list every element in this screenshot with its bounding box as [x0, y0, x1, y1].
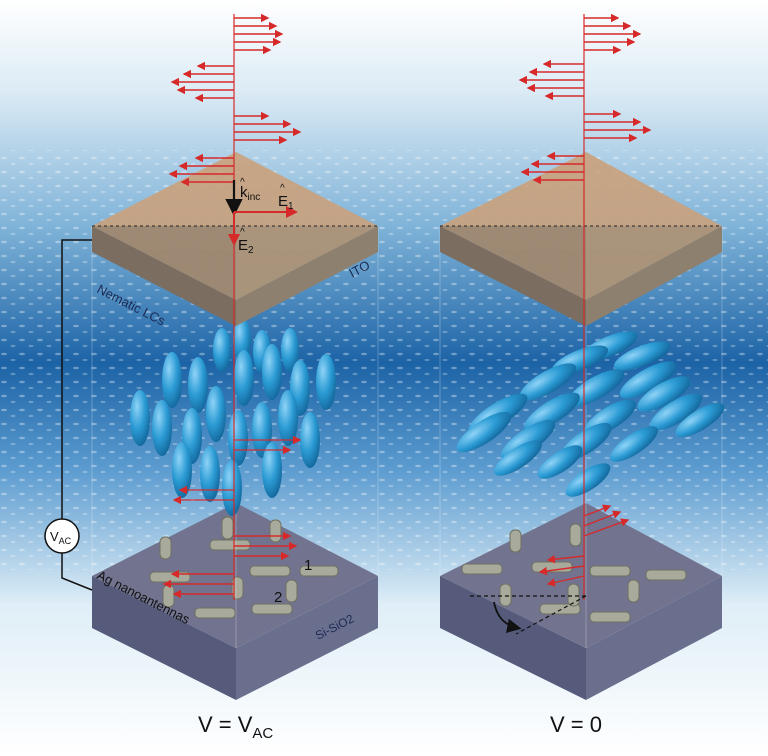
k-hat: ^ — [240, 177, 245, 188]
vac-source-circle — [44, 518, 80, 554]
e1-hat: ^ — [280, 183, 285, 194]
right-substrate-side-right — [586, 576, 722, 700]
left-wave — [162, 13, 302, 599]
e2-label: E2 — [238, 237, 254, 256]
vac-circuit-wire — [61, 239, 92, 520]
left-ito-side-right — [236, 226, 378, 326]
right-substrate-top — [440, 503, 722, 648]
left-lc-molecules — [130, 318, 336, 516]
e1-label: E1 — [278, 193, 294, 212]
rotation-arrow — [493, 601, 522, 633]
left-stack — [44, 13, 379, 700]
right-ito-side-left — [440, 226, 586, 326]
right-ito-side-right — [586, 226, 722, 326]
vac-label: VAC — [50, 529, 72, 546]
right-stack — [439, 13, 725, 700]
left-ito-top-shade2 — [236, 226, 378, 300]
left-substrate-side-right — [236, 576, 378, 700]
left-ito-top-shade — [92, 226, 236, 300]
right-lc-molecules — [456, 331, 725, 497]
rotated-axis-line — [515, 595, 587, 635]
right-wave — [518, 13, 652, 587]
right-substrate-side-left — [440, 576, 586, 700]
left-ito-side-left — [92, 226, 236, 326]
right-ito-top-shade — [440, 226, 586, 300]
vac-circuit-wire-bottom — [61, 552, 93, 591]
right-caption: V = 0 — [550, 712, 602, 737]
k-inc-label: kinc — [240, 184, 260, 203]
right-ito-top-shade2 — [586, 226, 722, 300]
antenna-1-label: 1 — [304, 557, 312, 574]
left-substrate-top — [92, 503, 378, 648]
right-nanoantennas — [461, 523, 687, 623]
e2-hat: ^ — [240, 227, 245, 238]
left-caption: V = VAC — [198, 712, 273, 742]
left-substrate-side-left — [92, 576, 236, 700]
antenna-2-label: 2 — [274, 589, 282, 606]
